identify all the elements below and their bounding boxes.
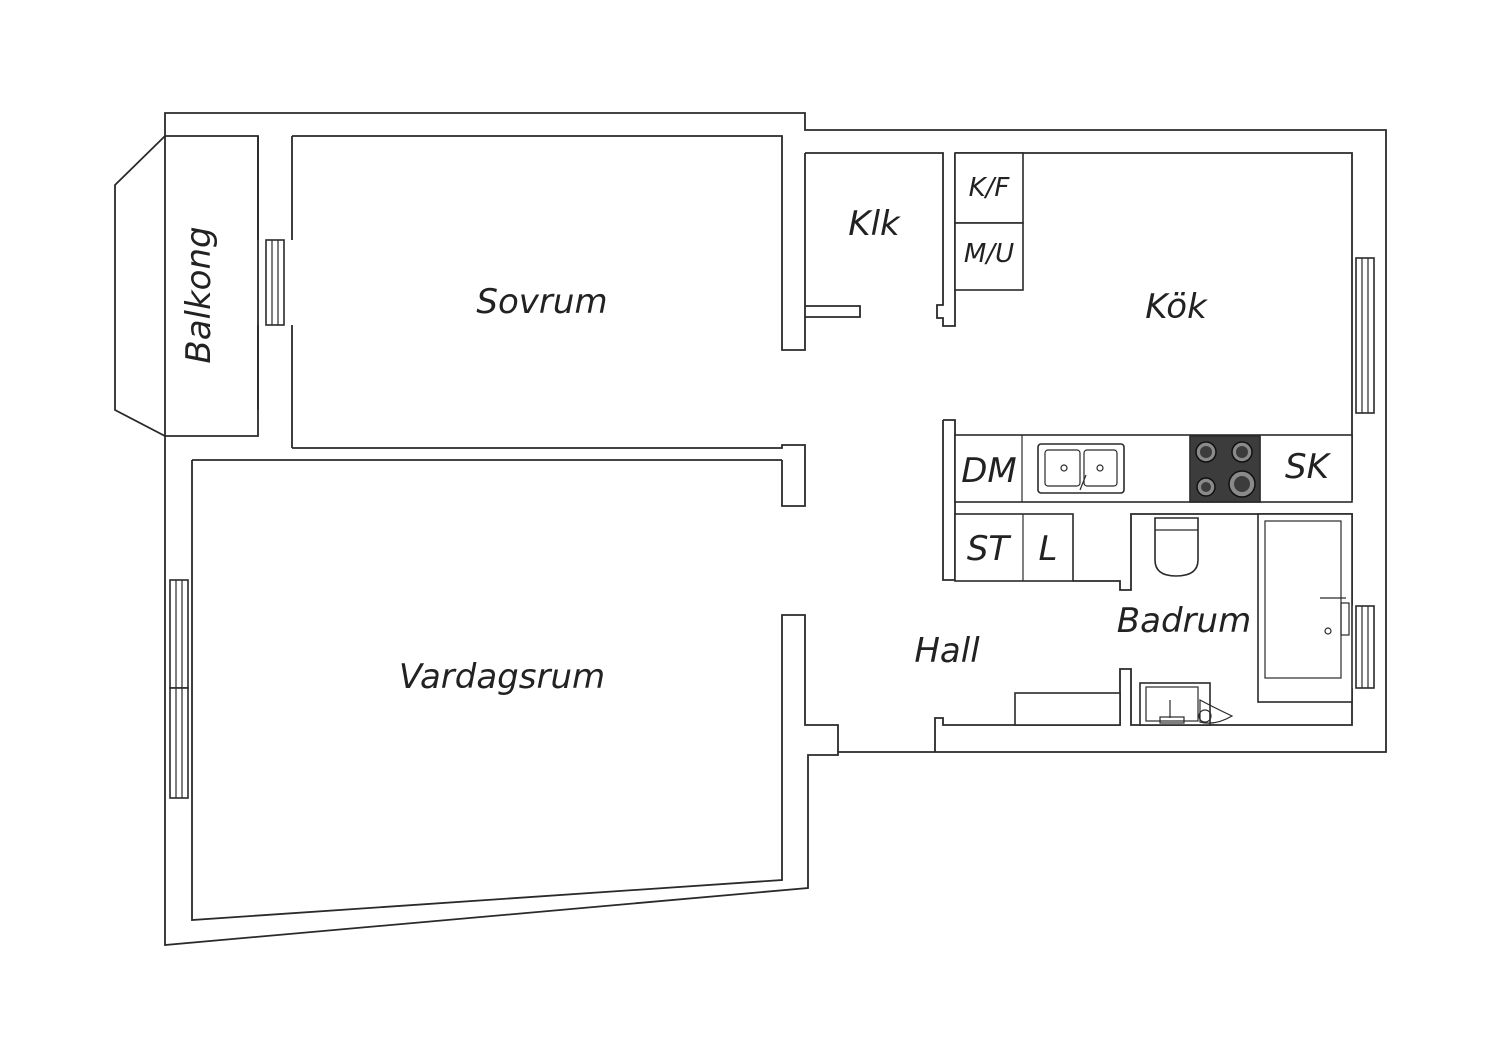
balcony-window: [265, 239, 285, 326]
label-hall: Hall: [914, 631, 980, 671]
bathroom-window: [1355, 605, 1375, 689]
toilet: [1154, 517, 1199, 577]
label-kf: K/F: [969, 173, 1011, 203]
fridge-cabinet: [954, 152, 1024, 224]
microwave-cabinet: [954, 222, 1024, 291]
living-window-lower: [169, 687, 189, 799]
label-sk: SK: [1285, 447, 1332, 487]
bedroom-walls: [292, 135, 806, 507]
wall-balcony-bedroom: [257, 136, 293, 448]
label-mu: M/U: [964, 239, 1014, 269]
label-balkong: Balkong: [179, 226, 219, 363]
label-vardagsrum: Vardagsrum: [399, 657, 605, 697]
label-dm: DM: [961, 451, 1017, 491]
kitchen-sink: [1037, 443, 1125, 494]
storage-cabinet: [954, 513, 1074, 582]
washer-symbol: [1199, 699, 1234, 724]
kitchen-window: [1355, 257, 1375, 414]
counter: [954, 434, 1353, 503]
label-klk: Klk: [848, 204, 901, 244]
label-sovrum: Sovrum: [476, 282, 607, 322]
hall-bench: [1014, 692, 1121, 726]
bathtub: [1257, 513, 1353, 703]
label-st: ST: [967, 529, 1012, 569]
outer-wall: [164, 112, 1387, 946]
label-badrum: Badrum: [1117, 601, 1251, 641]
closet-walls: [805, 152, 956, 327]
label-l: L: [1039, 529, 1058, 569]
living-window-upper: [169, 579, 189, 689]
living-room-walls: [191, 459, 839, 921]
label-kok: Kök: [1145, 287, 1208, 327]
